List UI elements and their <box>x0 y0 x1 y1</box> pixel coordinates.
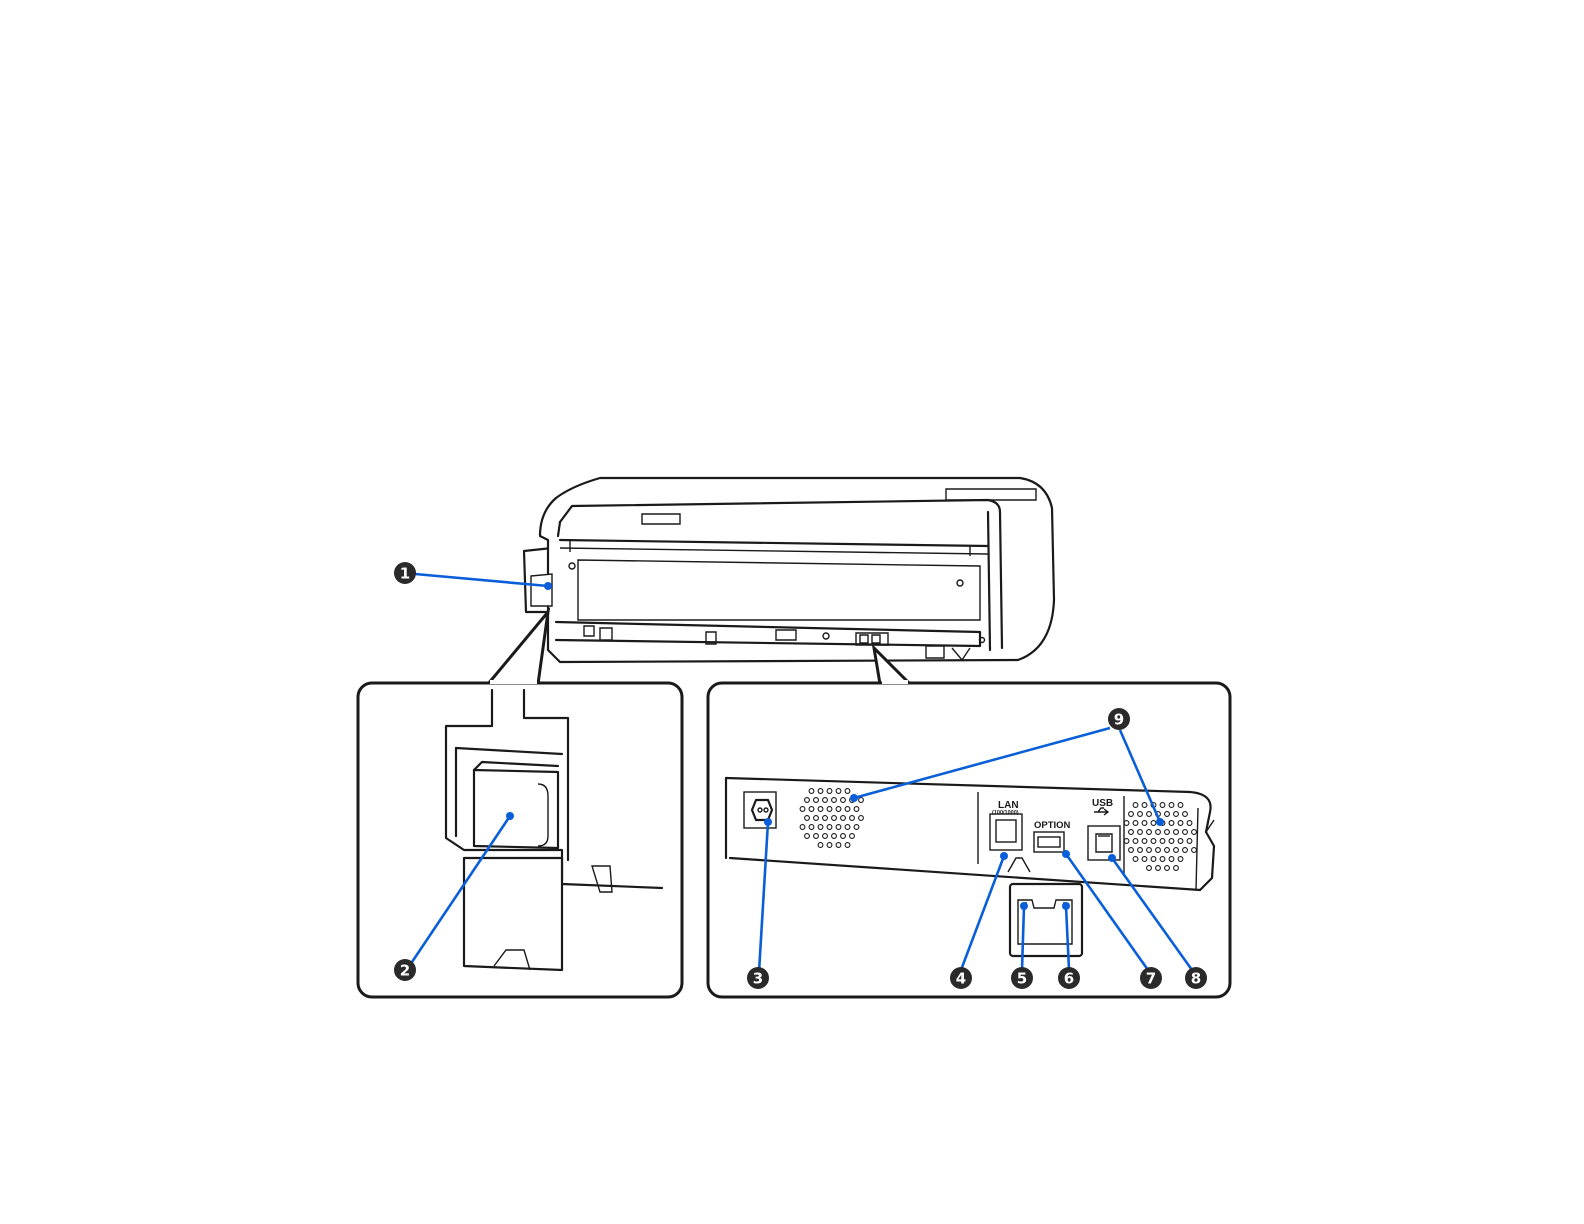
right-detail-panel: LAN (100/1000) OPTION USB <box>708 648 1230 997</box>
svg-text:9: 9 <box>1114 711 1124 729</box>
printer-body <box>524 478 1054 662</box>
svg-text:8: 8 <box>1191 970 1201 988</box>
callout-badge-7: 7 <box>1140 967 1162 989</box>
callout-badge-4: 4 <box>950 967 972 989</box>
lan-speed-label: (100/1000) <box>992 810 1019 816</box>
svg-text:4: 4 <box>956 970 966 988</box>
callout-badge-3: 3 <box>747 967 769 989</box>
option-label: OPTION <box>1034 820 1071 831</box>
svg-text:1: 1 <box>400 565 410 583</box>
svg-text:2: 2 <box>400 962 410 980</box>
callout-badge-8: 8 <box>1185 967 1207 989</box>
left-detail-panel <box>358 612 682 997</box>
svg-text:7: 7 <box>1146 970 1156 988</box>
callout-badge-6: 6 <box>1058 967 1080 989</box>
svg-text:3: 3 <box>753 970 763 988</box>
callout-badge-5: 5 <box>1011 967 1033 989</box>
callout-badge-1: 1 <box>394 562 416 584</box>
callout-badge-9: 9 <box>1108 708 1130 730</box>
svg-text:6: 6 <box>1064 970 1074 988</box>
callout-badge-2: 2 <box>394 959 416 981</box>
svg-text:5: 5 <box>1017 970 1027 988</box>
